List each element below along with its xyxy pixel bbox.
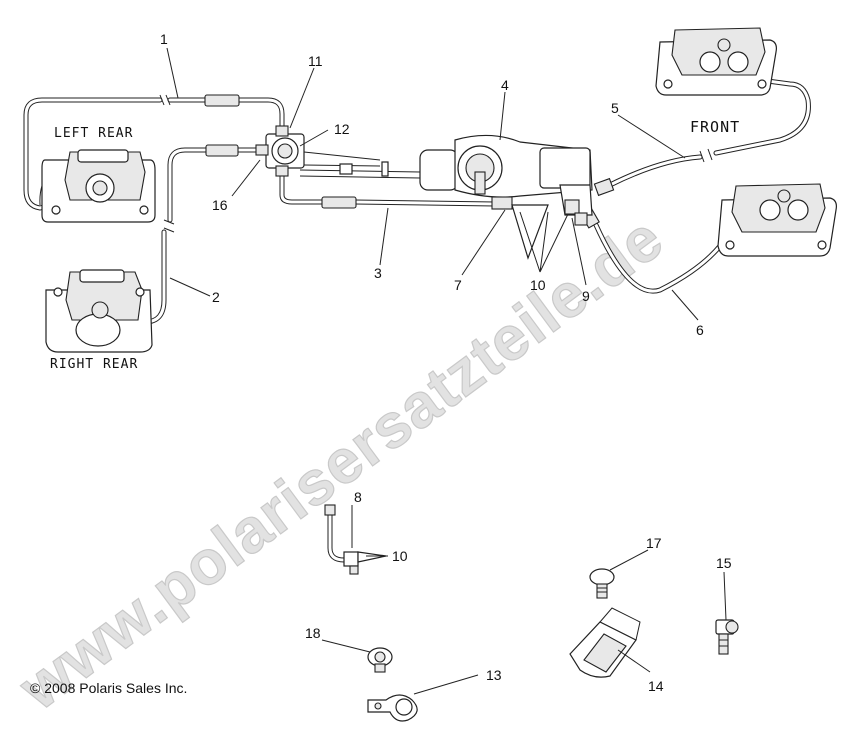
hardware-18-screw xyxy=(367,647,393,673)
front-lower-caliper xyxy=(717,183,837,257)
callout-7: 7 xyxy=(454,277,462,293)
callout-14: 14 xyxy=(648,678,664,694)
callout-12: 12 xyxy=(334,121,350,137)
label-left-rear: LEFT REAR xyxy=(54,126,133,141)
hardware-17-screw xyxy=(589,568,615,599)
callout-5: 5 xyxy=(611,100,619,116)
callout-10-lower: 10 xyxy=(392,548,408,564)
callout-16: 16 xyxy=(212,197,228,213)
callout-3: 3 xyxy=(374,265,382,281)
callout-15: 15 xyxy=(716,555,732,571)
hardware-13-clamp xyxy=(367,694,418,722)
callout-2: 2 xyxy=(212,289,220,305)
leader-lines xyxy=(166,47,727,695)
copyright-text: © 2008 Polaris Sales Inc. xyxy=(30,680,187,696)
hardware-14-clip xyxy=(569,607,641,678)
callout-11: 11 xyxy=(308,53,323,69)
callout-9: 9 xyxy=(582,288,590,304)
callout-18: 18 xyxy=(305,625,321,641)
hose-fittings xyxy=(54,67,763,327)
callout-6: 6 xyxy=(696,322,704,338)
callout-13: 13 xyxy=(486,667,502,683)
callout-1: 1 xyxy=(160,31,168,47)
distribution-block xyxy=(255,125,381,177)
label-right-rear: RIGHT REAR xyxy=(50,357,138,372)
hardware-15-fitting xyxy=(715,619,739,655)
hardware-8-bracket xyxy=(324,504,387,575)
callout-8: 8 xyxy=(354,489,362,505)
master-cylinder xyxy=(299,134,593,260)
label-front: FRONT xyxy=(690,118,740,136)
callout-10-upper: 10 xyxy=(530,277,546,293)
right-rear-caliper xyxy=(45,269,153,353)
callout-4: 4 xyxy=(501,77,509,93)
front-upper-caliper xyxy=(655,27,777,96)
callout-17: 17 xyxy=(646,535,662,551)
callout-numbers: 1 2 3 4 5 6 7 8 9 10 10 11 12 13 14 15 1… xyxy=(160,31,732,694)
left-rear-caliper xyxy=(41,149,156,223)
